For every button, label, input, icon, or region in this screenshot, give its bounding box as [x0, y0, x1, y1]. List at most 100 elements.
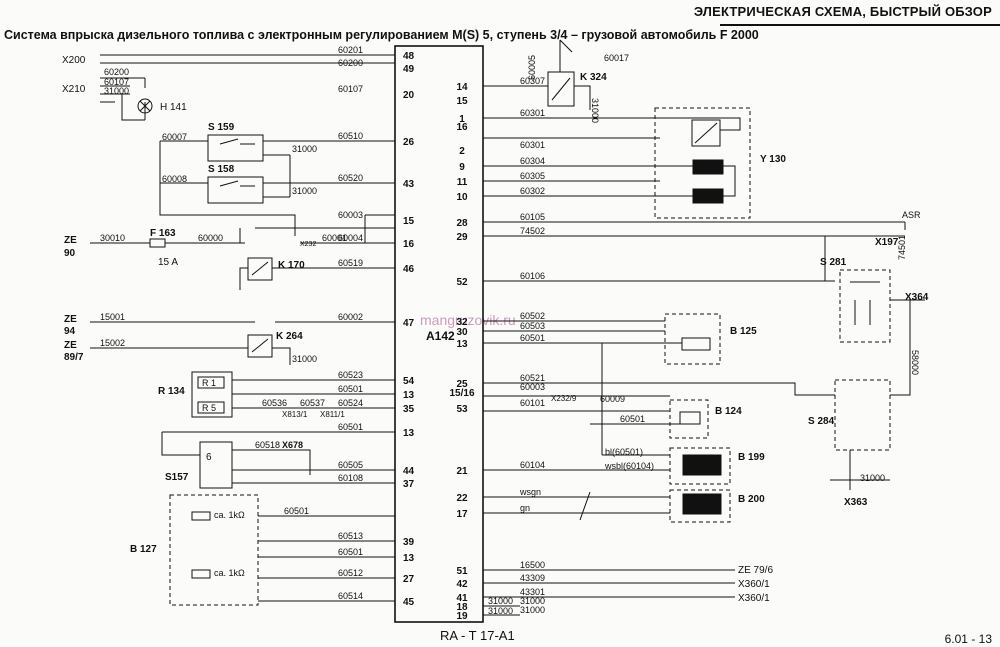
wire-wsbl: wsbl(60104) [604, 461, 654, 471]
wire-31000-s284: 31000 [860, 473, 885, 483]
h141-wiring [121, 78, 146, 121]
connector-x363: X363 [844, 497, 868, 508]
ecu-left-wire-number: 60107 [338, 84, 363, 94]
wire-15001: 15001 [100, 312, 125, 322]
ecu-left-wire-number: 60501 [338, 547, 363, 557]
ecu-right-pin-number: 17 [456, 509, 468, 520]
footer-code: RA - T 17-A1 [440, 628, 515, 643]
sensor-b124-box [669, 399, 709, 439]
ecu-left-wire-number: 60501 [338, 422, 363, 432]
switch-s284-box [834, 379, 891, 451]
ecu-left-wire-number: 60519 [338, 258, 363, 268]
page-number: 6.01 - 13 [944, 632, 992, 646]
actuator-y130-solenoid-1 [692, 159, 724, 175]
ecu-left-wire-number: 60004 [338, 233, 363, 243]
wire-60501-b124: 60501 [620, 414, 645, 424]
wire-60009: 60009 [600, 394, 625, 404]
b127-wires [258, 515, 395, 602]
switch-s281-box [839, 269, 891, 343]
ecu-right-pin-number: 28 [456, 218, 468, 229]
ecu-right-pin-group: 1460307151616030126030196030411603051060… [449, 76, 545, 622]
ecu-left-wire-number: 60513 [338, 531, 363, 541]
wire-15002: 15002 [100, 338, 125, 348]
f163-k170-wires [90, 214, 395, 244]
sensor-b125-label: B 125 [730, 326, 757, 337]
ecu-right-pin-number: 41 [456, 593, 468, 604]
resistor-r5-label: R 5 [202, 403, 216, 413]
wire-60536: 60536 [262, 398, 287, 408]
b199-wires [483, 454, 670, 471]
actuator-y130-diag [694, 122, 718, 144]
ecu-left-wire-number: 60512 [338, 568, 363, 578]
switch-s157-box [199, 441, 233, 489]
connector-ze796: ZE 79/6 [738, 565, 773, 576]
sensor-b200-box [669, 489, 731, 523]
ecu-left-pin-number: 44 [403, 466, 415, 477]
relay-k170-label: K 170 [278, 260, 305, 271]
connector-x360-b: X360/1 [738, 593, 770, 604]
sensor-b127-res2 [191, 569, 211, 579]
wire-60001: 60001 [322, 233, 347, 243]
connector-ze94: ZE [64, 314, 77, 325]
ecu-right-pin-number: 9 [459, 162, 465, 173]
resistor-r1 [197, 376, 225, 389]
resistor-r1-label: R 1 [202, 378, 216, 388]
ecu-left-pin-number: 20 [403, 90, 415, 101]
ecu-right-wire-number: 74502 [520, 226, 545, 236]
ecu-left-wire-number: 60524 [338, 398, 363, 408]
wire-31000-pin19: 31000 [488, 606, 513, 616]
r134-wires [232, 379, 395, 409]
ecu-left-pin-number: 45 [403, 597, 415, 608]
switch-s281-wiring [850, 281, 925, 325]
ecu-right-pin-number: 52 [456, 277, 468, 288]
bottom-right-wires [483, 569, 735, 616]
ecu-right-pin-number: 18 [456, 602, 468, 613]
ecu-right-pin-number: 53 [456, 404, 468, 415]
ecu-left-pin-number: 48 [403, 51, 415, 62]
switch-s281-label: S 281 [820, 257, 847, 268]
switch-s159-contact [219, 138, 255, 145]
wire-31000-s159: 31000 [292, 144, 317, 154]
wire-74501: 74501 [897, 235, 907, 260]
ecu-left-pin-number: 37 [403, 479, 415, 490]
sensor-b199-box [669, 447, 731, 485]
ecu-left-pin-number: 35 [403, 404, 415, 415]
wire-31000-pin18: 31000 [488, 596, 513, 606]
resistor-r5 [197, 401, 225, 414]
sensor-b200-label: B 200 [738, 494, 765, 505]
ecu-right-wire-number: 60521 [520, 373, 545, 383]
switch-s158-contact [219, 180, 255, 187]
ecu-label: A142 [426, 329, 455, 343]
ecu-right-wire-number: 60301 [520, 108, 545, 118]
wire-60005: 60005 [527, 55, 537, 80]
wire-60107: 60107 [104, 77, 129, 87]
ecu-left-pin-number: 27 [403, 574, 415, 585]
ecu-right-pin-number: 2 [459, 146, 465, 157]
sensor-b200-element [682, 493, 722, 515]
connector-ze897-num: 89/7 [64, 352, 84, 363]
ecu-left-pin-group: 4860201496020020601072660510436052015600… [338, 45, 415, 608]
fuse-f163-label: F 163 [150, 228, 176, 239]
ecu-right-pin-number: 11 [457, 177, 468, 188]
wire-60518: 60518 [255, 440, 280, 450]
ecu-right-wire-number: 60501 [520, 333, 545, 343]
ecu-left-wire-number: 60510 [338, 131, 363, 141]
lamp-h141-cross [139, 100, 151, 112]
connector-x364: X364 [905, 292, 929, 303]
ecu-left-wire-number: 60505 [338, 460, 363, 470]
actuator-y130-coil [691, 119, 721, 147]
ecu-right-pin-number: 1 [459, 114, 465, 125]
asr-wires [483, 221, 906, 282]
b124-wires [483, 395, 680, 425]
s157-wires [161, 431, 395, 484]
lamp-h141-symbol [137, 98, 153, 114]
sensor-b125-box [664, 313, 721, 365]
ecu-right-wire-number: 43301 [520, 587, 545, 597]
connector-x360-a: X360/1 [738, 579, 770, 590]
ecu-right-pin-number: 10 [456, 192, 468, 203]
ecu-right-wire-number: 60101 [520, 398, 545, 408]
fuse-f163 [149, 238, 166, 248]
wire-bl: bl(60501) [605, 447, 643, 457]
lamp-h141-label: H 141 [160, 102, 187, 113]
